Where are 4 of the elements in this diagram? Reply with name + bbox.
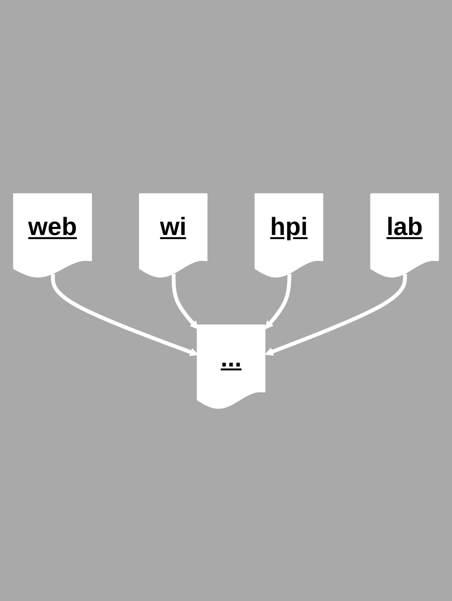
arrow <box>172 273 198 329</box>
arrow <box>51 273 198 356</box>
arrow <box>264 273 407 356</box>
arrow <box>264 273 292 329</box>
